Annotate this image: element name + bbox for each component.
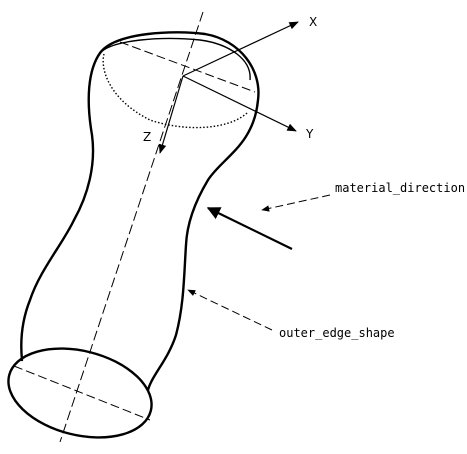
z-axis-arrow (158, 75, 184, 154)
x-axis-label: X (309, 15, 317, 29)
top-cap-edge (99, 37, 251, 81)
material-direction-arrow (206, 207, 293, 250)
material-direction-leader (261, 194, 331, 212)
y-axis-label: Y (305, 127, 314, 141)
bottom-crosshair (13, 365, 151, 421)
body-outline (20, 31, 260, 392)
body-centerline (59, 11, 204, 443)
outer-edge-shape-leader (187, 289, 273, 331)
z-axis-label: Z (143, 130, 151, 144)
top-cap-hidden-edge (102, 53, 249, 129)
top-crosshair-a (119, 41, 256, 93)
material-direction-label: material_direction (335, 181, 465, 195)
outer-edge-shape-label: outer_edge_shape (279, 326, 395, 340)
x-axis-arrow (182, 21, 299, 77)
bottom-cap-edge (7, 347, 153, 439)
y-axis-arrow (182, 75, 297, 132)
